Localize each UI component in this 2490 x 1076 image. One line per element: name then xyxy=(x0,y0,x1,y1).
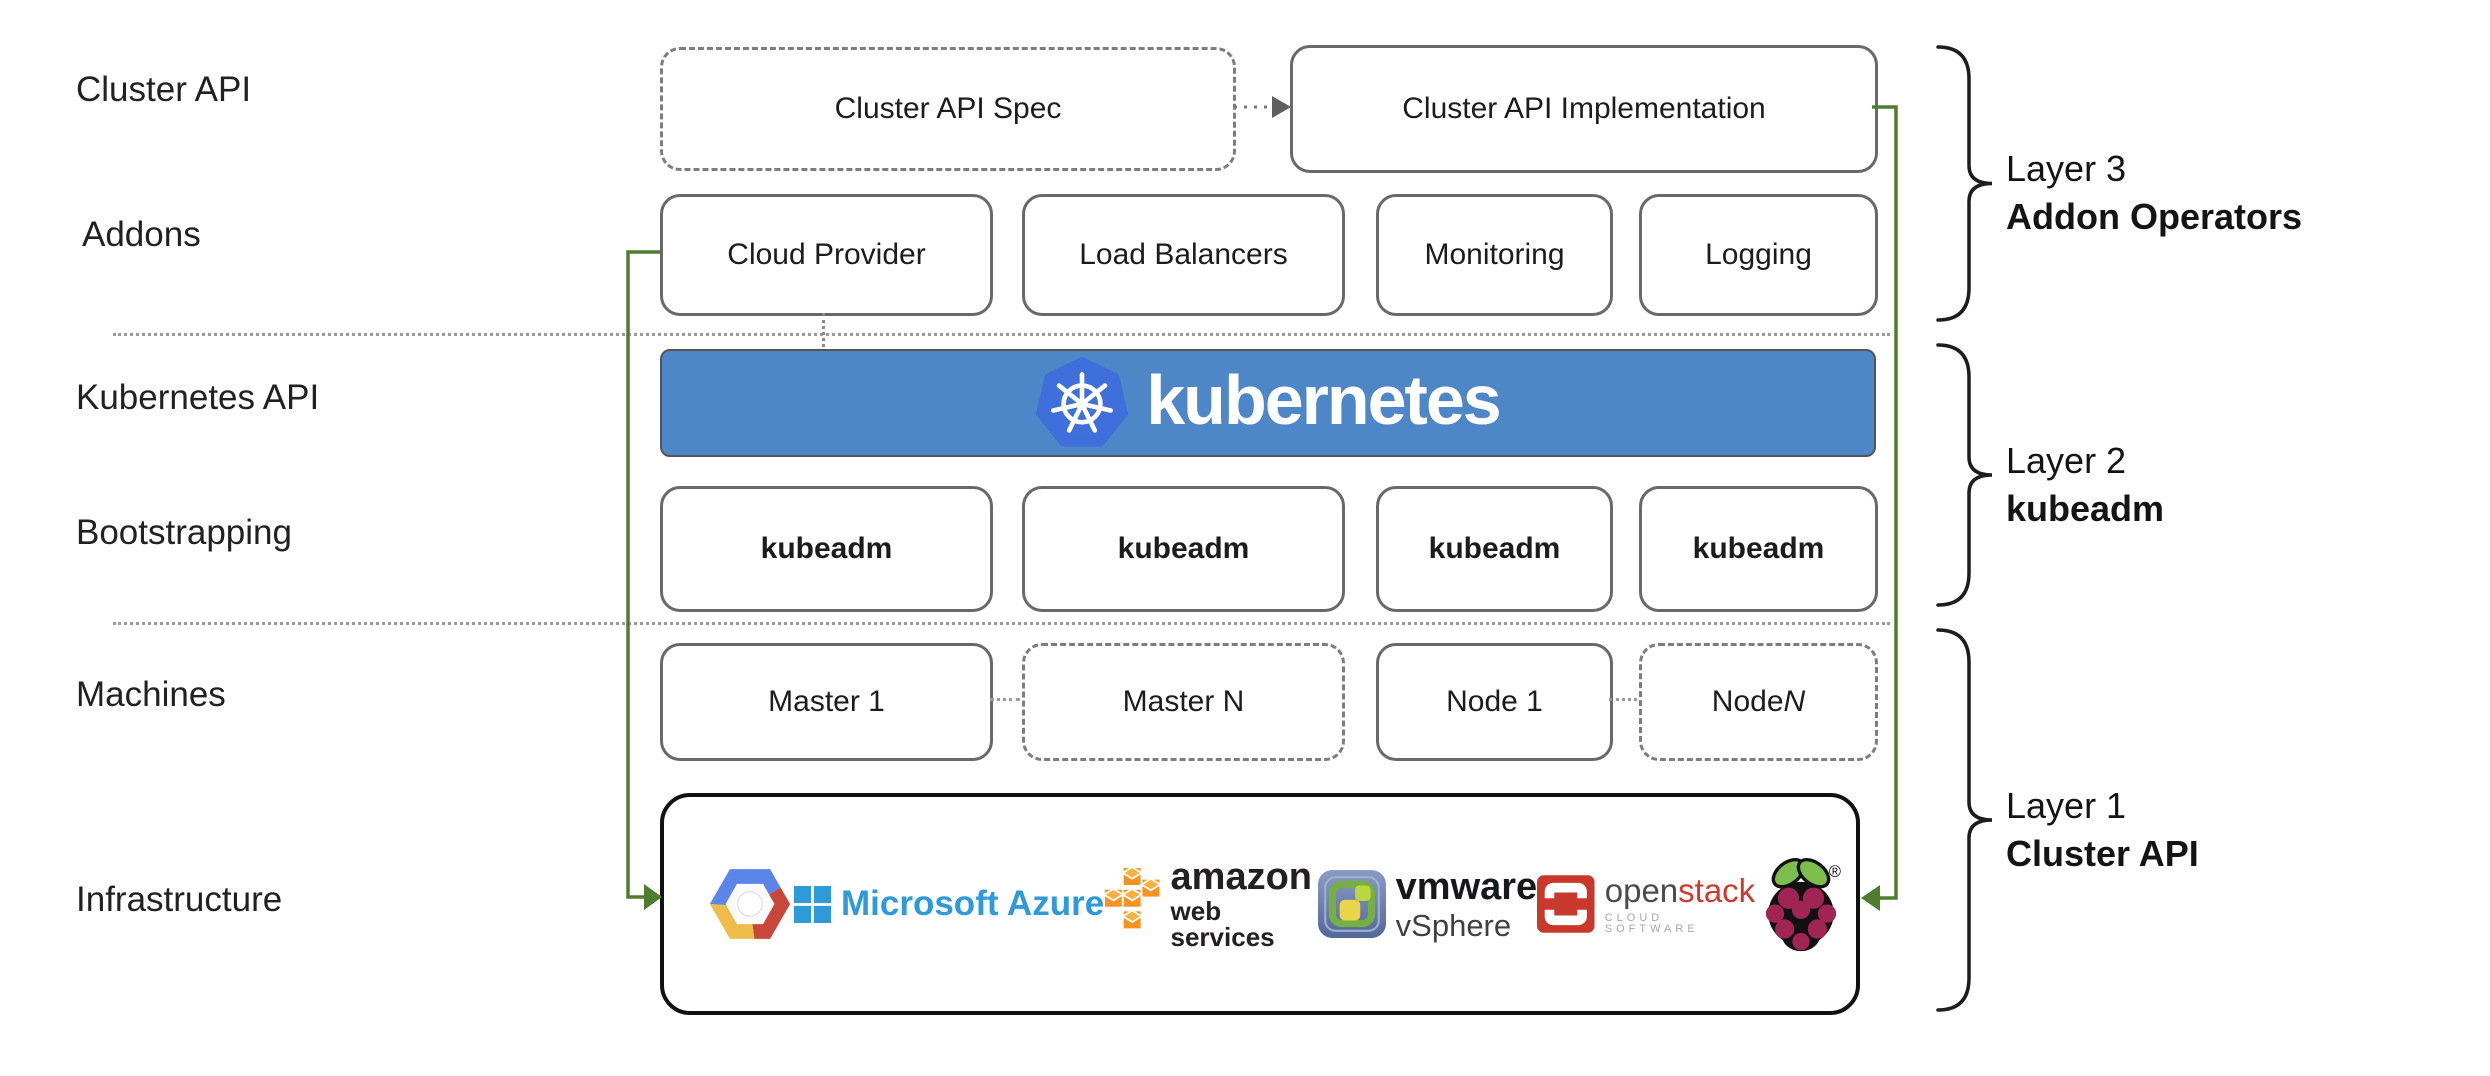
layer-1-title: Layer 1 xyxy=(2006,785,2127,826)
addon-label: Load Balancers xyxy=(1079,238,1288,271)
kubernetes-banner: kubernetes xyxy=(660,349,1876,457)
layer-1-brace xyxy=(1936,628,1993,1012)
kubernetes-logo-icon xyxy=(1036,357,1129,447)
kubeadm-box-1: kubeadm xyxy=(660,486,993,612)
cluster-api-spec-label: Cluster API Spec xyxy=(834,92,1062,125)
layer-3-title: Layer 3 xyxy=(2006,148,2127,189)
addon-box-cloud-provider: Cloud Provider xyxy=(660,194,993,316)
kubeadm-label: kubeadm xyxy=(1428,532,1561,565)
azure-flag-icon xyxy=(794,885,831,923)
layer-2-annotation: Layer 2 kubeadm xyxy=(2006,437,2436,533)
row-label-addons: Addons xyxy=(82,215,201,254)
azure-label: Microsoft Azure xyxy=(841,884,1105,923)
kubernetes-wordmark: kubernetes xyxy=(1146,361,1501,439)
row-label-kubernetes-api: Kubernetes API xyxy=(76,378,320,417)
vmware-label: vmware xyxy=(1395,865,1538,908)
kubeadm-label: kubeadm xyxy=(1692,532,1825,565)
provider-raspberry-pi: ® xyxy=(1758,852,1844,956)
addon-label: Logging xyxy=(1705,238,1812,271)
spec-to-implementation-arrow xyxy=(1234,96,1291,118)
machine-label: Master N xyxy=(1122,685,1245,718)
openstack-icon xyxy=(1537,875,1595,933)
cluster-api-spec-box: Cluster API Spec xyxy=(660,47,1236,171)
node-connector-dots xyxy=(1609,698,1637,701)
addon-label: Monitoring xyxy=(1424,238,1565,271)
cloud-provider-drop-line xyxy=(822,313,825,347)
provider-microsoft-azure: Microsoft Azure xyxy=(794,884,1104,924)
layer-2-title: Layer 2 xyxy=(2006,440,2127,481)
addon-label: Cloud Provider xyxy=(727,238,926,271)
layer-2-brace xyxy=(1936,343,1993,607)
layer-2-subtitle: kubeadm xyxy=(2006,488,2165,529)
machine-label: Node xyxy=(1711,685,1784,718)
layer-3-annotation: Layer 3 Addon Operators xyxy=(2006,145,2436,241)
raspberry-trademark: ® xyxy=(1829,863,1841,881)
infrastructure-box: Microsoft Azure amazon xyxy=(660,793,1860,1015)
google-cloud-icon xyxy=(709,869,791,939)
openstack-label-open: open xyxy=(1604,871,1679,909)
aws-cubes-icon xyxy=(1104,866,1161,931)
openstack-sublabel: CLOUD SOFTWARE xyxy=(1604,911,1699,935)
row-label-cluster-api: Cluster API xyxy=(76,70,252,109)
provider-vmware-vsphere: vmware vSphere xyxy=(1317,865,1538,943)
kubeadm-box-2: kubeadm xyxy=(1022,486,1345,612)
vmware-icon xyxy=(1317,870,1386,938)
cluster-api-implementation-box: Cluster API Implementation xyxy=(1290,45,1878,173)
kubeadm-box-3: kubeadm xyxy=(1376,486,1613,612)
separator-top xyxy=(113,333,1890,336)
vmware-sublabel: vSphere xyxy=(1395,907,1512,943)
aws-sublabel: web services xyxy=(1170,896,1275,952)
machine-box-master-n: Master N xyxy=(1022,643,1345,761)
provider-openstack: openstack CLOUD SOFTWARE xyxy=(1537,874,1757,935)
machine-box-master-1: Master 1 xyxy=(660,643,993,761)
machine-box-node-n: Node N xyxy=(1639,643,1878,761)
layer-1-subtitle: Cluster API xyxy=(2006,833,2199,874)
openstack-label-stack: stack xyxy=(1678,871,1756,909)
addon-box-monitoring: Monitoring xyxy=(1376,194,1613,316)
row-label-machines: Machines xyxy=(76,675,226,714)
kubeadm-label: kubeadm xyxy=(1117,532,1250,565)
provider-google-cloud xyxy=(706,856,794,952)
addon-box-logging: Logging xyxy=(1639,194,1878,316)
addon-box-load-balancers: Load Balancers xyxy=(1022,194,1345,316)
provider-amazon-web-services: amazon web services xyxy=(1104,858,1317,950)
layer-1-annotation: Layer 1 Cluster API xyxy=(2006,782,2436,878)
row-label-bootstrapping: Bootstrapping xyxy=(76,513,292,552)
machine-label: Master 1 xyxy=(768,685,885,718)
green-arrow-left xyxy=(626,250,662,910)
machine-box-node-1: Node 1 xyxy=(1376,643,1613,761)
row-label-infrastructure: Infrastructure xyxy=(76,880,283,919)
aws-label: amazon xyxy=(1170,856,1312,898)
raspberry-pi-icon: ® xyxy=(1765,857,1841,952)
machine-label: Node 1 xyxy=(1446,685,1543,718)
layer-3-subtitle: Addon Operators xyxy=(2006,196,2303,237)
kubeadm-box-4: kubeadm xyxy=(1639,486,1878,612)
kubeadm-label: kubeadm xyxy=(760,532,893,565)
master-connector-dots xyxy=(990,698,1020,701)
layer-3-brace xyxy=(1936,45,1993,322)
separator-bottom xyxy=(113,622,1890,625)
cluster-api-implementation-label: Cluster API Implementation xyxy=(1402,92,1766,125)
